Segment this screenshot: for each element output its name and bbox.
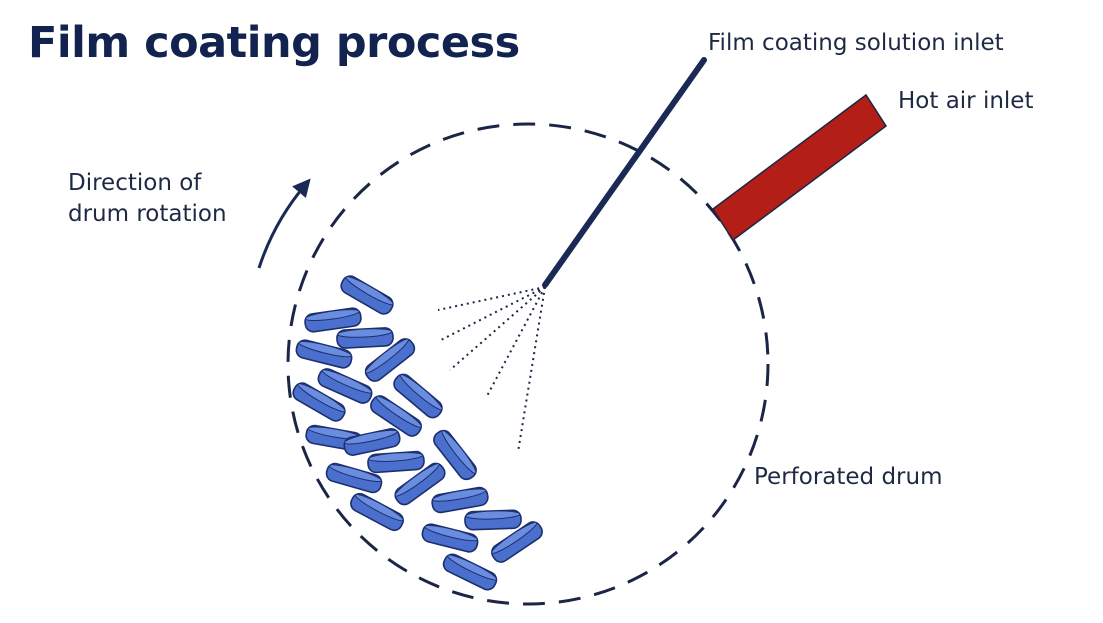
tablet	[442, 553, 498, 591]
tablet	[304, 307, 362, 333]
hot-air-inlet-pipe	[711, 93, 888, 242]
perforated-drum-label: Perforated drum	[754, 464, 943, 490]
tablet	[433, 429, 477, 481]
tablet	[421, 523, 479, 553]
solution-inlet-label: Film coating solution inlet	[708, 30, 1004, 56]
hot-air-inlet-label: Hot air inlet	[898, 88, 1034, 114]
page-title: Film coating process	[28, 18, 520, 68]
tablet	[367, 450, 425, 474]
tablet	[343, 428, 401, 456]
rotation-label-line1: Direction of	[68, 170, 202, 196]
tablet	[394, 462, 446, 506]
tablet-bed	[292, 275, 543, 591]
tablet	[292, 382, 346, 422]
perforated-drum	[286, 122, 770, 606]
tablet	[431, 486, 489, 514]
solution-inlet-nozzle	[542, 57, 707, 288]
tablet	[491, 521, 543, 563]
spray-pattern	[437, 286, 546, 453]
tablet	[364, 338, 416, 382]
tablet	[370, 395, 422, 437]
rotation-arrow-icon	[257, 178, 311, 269]
tablet	[336, 327, 394, 349]
tablet	[464, 509, 522, 531]
tablet	[317, 368, 373, 404]
tablet	[295, 339, 353, 369]
tablet	[325, 462, 383, 494]
rotation-label: Direction of drum rotation	[68, 168, 227, 230]
tablet	[393, 373, 443, 419]
tablet	[340, 275, 394, 315]
tablet	[350, 492, 404, 532]
rotation-label-line2: drum rotation	[68, 201, 227, 228]
